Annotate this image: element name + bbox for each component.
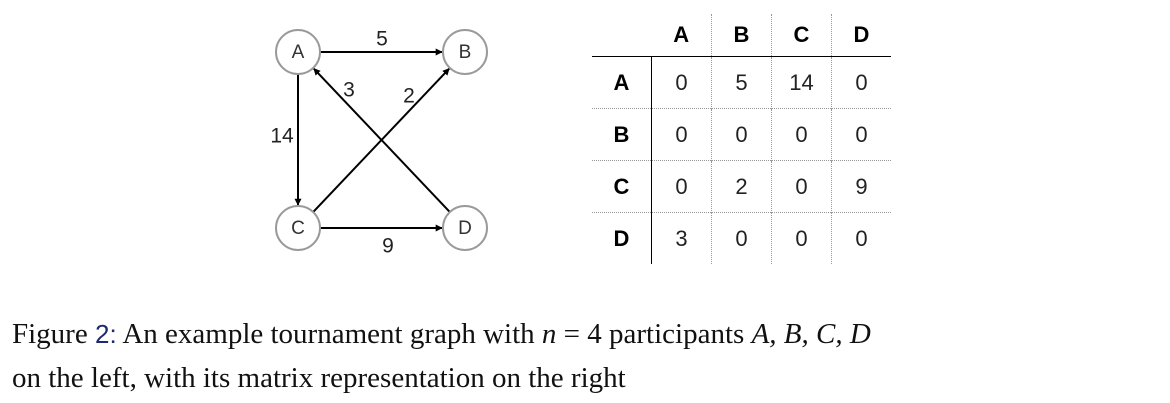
node-circle	[442, 205, 488, 251]
edge-weight-label: 14	[270, 125, 294, 148]
matrix-cell: 0	[831, 212, 891, 264]
matrix-row: B 0 0 0 0	[592, 108, 891, 161]
matrix-cell: 0	[675, 173, 688, 199]
node-label: B	[459, 42, 472, 63]
matrix-row-header: A	[592, 56, 652, 109]
edge-line	[312, 67, 450, 213]
figure-number: 2	[94, 319, 110, 349]
edge-weight-label: 3	[343, 79, 355, 102]
tournament-graph: 5 14 3 2 9 A B C D	[270, 28, 488, 258]
matrix-cell: 0	[675, 69, 688, 95]
matrix-table: A B C D A 0 5 14 0 B 0 0 0 0 C	[592, 14, 891, 264]
matrix-cell: 0	[711, 108, 772, 161]
matrix-row: D 3 0 0 0	[592, 212, 891, 264]
node-label: A	[292, 42, 305, 63]
matrix-cell: 9	[831, 160, 891, 213]
node-circle	[275, 205, 321, 251]
matrix-col-header: B	[711, 14, 772, 57]
caption-equation: = 4 participants	[563, 318, 745, 350]
matrix-header-row: A B C D	[592, 14, 891, 57]
caption-variable-n: n	[541, 318, 557, 350]
edge-c-to-b	[312, 67, 450, 213]
matrix-cell: 2	[711, 160, 772, 213]
caption-prefix: Figure	[12, 318, 88, 350]
graph-node-c: C	[275, 205, 321, 251]
matrix-cell: 3	[675, 225, 688, 251]
matrix-cell: 0	[831, 56, 891, 109]
caption-participants: A, B, C, D	[751, 318, 871, 350]
caption-text-1: An example tournament graph with	[122, 318, 535, 350]
adjacency-matrix: A B C D A 0 5 14 0 B 0 0 0 0 C	[592, 14, 892, 264]
matrix-row-header: D	[592, 212, 652, 264]
matrix-corner	[592, 14, 652, 57]
graph-node-b: B	[442, 29, 488, 75]
graph-node-d: D	[442, 205, 488, 251]
matrix-row: C 0 2 0 9	[592, 160, 891, 213]
edge-weight-label: 9	[382, 235, 394, 258]
edge-weight-label: 2	[403, 85, 415, 108]
matrix-col-header: A	[673, 22, 690, 47]
matrix-col-header: C	[771, 14, 832, 57]
matrix-cell: 0	[771, 160, 832, 213]
node-circle	[442, 29, 488, 75]
matrix-cell: 0	[675, 121, 688, 147]
graph-node-a: A	[275, 29, 321, 75]
caption-text-2: on the left, with its matrix representat…	[12, 362, 626, 394]
matrix-cell: 0	[711, 212, 772, 264]
figure-caption: Figure 2: An example tournament graph wi…	[12, 312, 1162, 400]
matrix-row: A 0 5 14 0	[592, 56, 891, 109]
node-label: D	[458, 218, 472, 239]
matrix-cell: 0	[831, 108, 891, 161]
edge-weight-label: 5	[376, 28, 388, 51]
matrix-row-header: B	[592, 108, 652, 161]
caption-separator: :	[109, 319, 117, 349]
matrix-col-header: D	[831, 14, 891, 57]
matrix-cell: 5	[711, 56, 772, 109]
node-circle	[275, 29, 321, 75]
matrix-cell: 0	[771, 212, 832, 264]
matrix-cell: 0	[771, 108, 832, 161]
matrix-cell: 14	[771, 56, 832, 109]
node-label: C	[291, 218, 305, 239]
matrix-row-header: C	[592, 160, 652, 213]
